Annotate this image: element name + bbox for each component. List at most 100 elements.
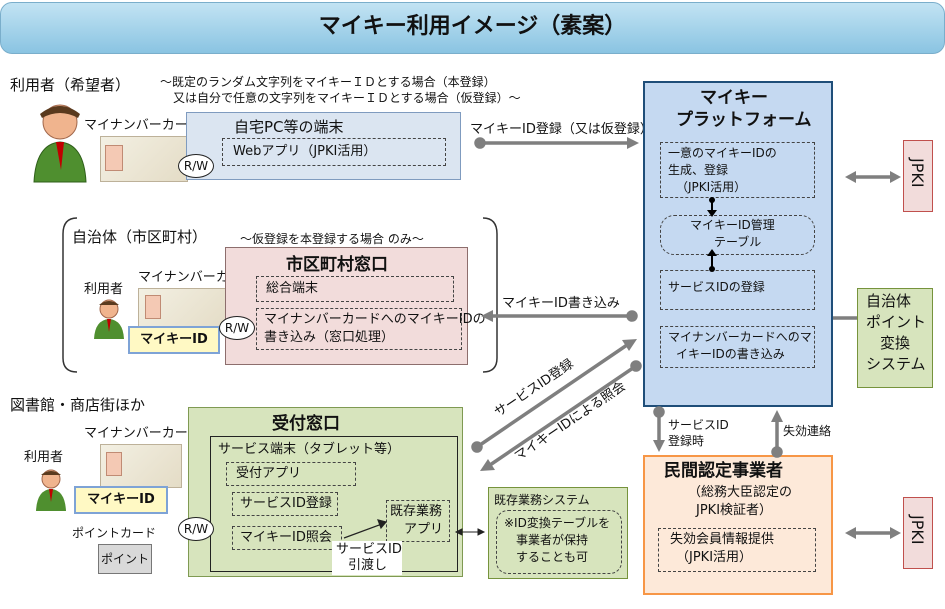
home-terminal-box xyxy=(186,112,461,180)
municipality-window-box xyxy=(225,247,468,365)
registration-note-2: 又は自分で任意の文字列をマイキーＩＤとする場合（仮登録）～ xyxy=(173,91,521,105)
user-icon-3 xyxy=(36,469,66,511)
sys-line-1: 自治体 xyxy=(866,292,912,310)
user-section-label: 利用者（希望者） xyxy=(10,76,131,94)
handover-line-1: サービスID xyxy=(336,542,402,557)
user-label-3: 利用者 xyxy=(24,450,64,465)
existing-note-2: 事業者が保持 xyxy=(516,533,589,547)
my-number-card-3 xyxy=(100,444,182,488)
platform-write-2: イキーIDの書き込み xyxy=(676,347,785,361)
reception-app-label: 受付アプリ xyxy=(236,466,302,481)
existing-system-box xyxy=(488,487,628,579)
point-card: ポイント xyxy=(98,544,152,574)
general-terminal-box xyxy=(256,276,454,302)
mykey-id-badge-3: マイキーID xyxy=(74,486,168,514)
handover-line-2: 引渡し xyxy=(348,558,388,573)
jpki-box-bottom xyxy=(903,497,933,569)
platform-title-1: マイキー xyxy=(700,88,768,108)
card-write-line-1: マイナンバーカードへのマイキーIDの xyxy=(264,312,486,327)
platform-write-1: マイナンバーカードへのマ xyxy=(668,330,812,344)
service-id-register-box xyxy=(232,492,338,516)
card-write-line-2: 書き込み（窓口処理） xyxy=(264,330,395,345)
mykey-id-badge-2: マイキーID xyxy=(128,326,220,354)
general-terminal-label: 総合端末 xyxy=(266,281,319,296)
arrow-jpki-top xyxy=(845,171,901,183)
platform-generate-box xyxy=(660,142,815,198)
platform-service-label: サービスIDの登録 xyxy=(668,280,765,294)
web-app-label: Webアプリ（JPKI活用） xyxy=(233,144,377,159)
existing-note-1: ※ID変換テーブルを xyxy=(504,516,611,530)
arrow-write xyxy=(481,310,638,322)
municipality-note: ～仮登録を本登録する場合 のみ～ xyxy=(240,232,424,246)
certifier-title: 民間認定事業者 xyxy=(664,461,783,481)
arrow-label-registration: マイキーID登録（又は仮登録） xyxy=(470,122,653,137)
card-label-1: マイナンバーカード xyxy=(84,118,201,133)
certifier-sub-2: JPKI検証者） xyxy=(696,503,773,518)
platform-service-box xyxy=(660,270,815,310)
mykey-query-box xyxy=(232,526,342,550)
existing-app-line-1: 既存業務 xyxy=(390,504,443,519)
existing-note-3: することも可 xyxy=(516,550,589,564)
service-id-register-label: サービスID登録 xyxy=(240,496,332,511)
card-label-2: マイナンバーカー xyxy=(138,270,242,285)
link-down-label-1: サービスID xyxy=(668,418,729,432)
platform-generate-1: 一意のマイキーIDの xyxy=(668,146,777,160)
link-down-label-2: 登録時 xyxy=(668,434,705,448)
card-photo-icon xyxy=(105,145,123,171)
existing-app-line-2: アプリ xyxy=(404,522,444,537)
home-terminal-title: 自宅PC等の端末 xyxy=(234,118,344,136)
platform-table-2: テーブル xyxy=(714,235,762,249)
sys-line-3: 変換 xyxy=(880,334,911,352)
card-photo-icon xyxy=(106,452,122,476)
mykey-query-label: マイキーID照会 xyxy=(240,530,332,545)
municipality-window-title: 市区町村窓口 xyxy=(286,255,388,275)
card-label-3: マイナンバーカード xyxy=(84,426,201,441)
arrow-mykey-query xyxy=(480,360,642,471)
platform-title-2: プラットフォーム xyxy=(676,110,812,130)
service-terminal-label: サービス端末（タブレット等） xyxy=(218,442,401,457)
certifier-item-box xyxy=(658,528,816,572)
handover-box xyxy=(332,541,402,575)
arrow-jpki-bottom xyxy=(845,527,901,539)
municipality-bracket xyxy=(62,217,498,373)
arrow-handover xyxy=(343,519,388,539)
rw-reader-2: R/W xyxy=(219,316,255,340)
jpki-label-bottom: JPKI xyxy=(908,515,928,545)
rw-reader-1: R/W xyxy=(178,154,214,178)
arrow-service-id-register xyxy=(471,339,637,453)
municipality-label: 自治体（市区町村） xyxy=(72,228,208,246)
arrow-registration xyxy=(474,137,639,149)
arrow-up-to-platform xyxy=(771,410,783,458)
existing-system-title: 既存業務システム xyxy=(494,493,590,507)
link-up-label: 失効連絡 xyxy=(783,424,832,438)
certifier-item-1: 失効会員情報提供 xyxy=(670,532,775,547)
sys-line-2: ポイント xyxy=(866,313,927,331)
card-write-box xyxy=(256,308,462,350)
web-app-box xyxy=(222,138,446,166)
rw-reader-3: R/W xyxy=(178,517,214,541)
municipal-point-system-box xyxy=(857,288,933,388)
user-icon-2 xyxy=(94,299,124,339)
sys-line-4: システム xyxy=(866,355,926,373)
card-photo-icon xyxy=(145,295,161,319)
user-large-icon xyxy=(33,104,87,183)
platform-internal-arrows xyxy=(707,197,717,272)
platform-generate-3: （JPKI活用） xyxy=(676,180,747,194)
point-card-label: ポイントカード xyxy=(72,526,157,540)
existing-app-box xyxy=(386,500,450,542)
library-section-label: 図書館・商店街ほか xyxy=(10,396,146,414)
platform-generate-2: 生成、登録 xyxy=(668,163,729,177)
title-bar xyxy=(0,2,945,54)
reception-window-title: 受付窓口 xyxy=(272,414,340,434)
arrow-label-write: マイキーID書き込み xyxy=(502,296,620,311)
registration-note-1: ～既定のランダム文字列をマイキーＩＤとする場合（本登録） xyxy=(160,75,496,89)
arrow-existing-system xyxy=(454,528,486,536)
certifier-sub-1: （総務大臣認定の xyxy=(688,485,793,500)
platform-table-box xyxy=(660,215,815,255)
certifier-item-2: （JPKI活用） xyxy=(676,550,753,565)
arrow-down-to-certifier xyxy=(653,406,665,452)
id-table-note-box xyxy=(496,510,622,574)
user-label-2: 利用者 xyxy=(84,282,124,297)
my-number-card-2 xyxy=(138,288,228,330)
